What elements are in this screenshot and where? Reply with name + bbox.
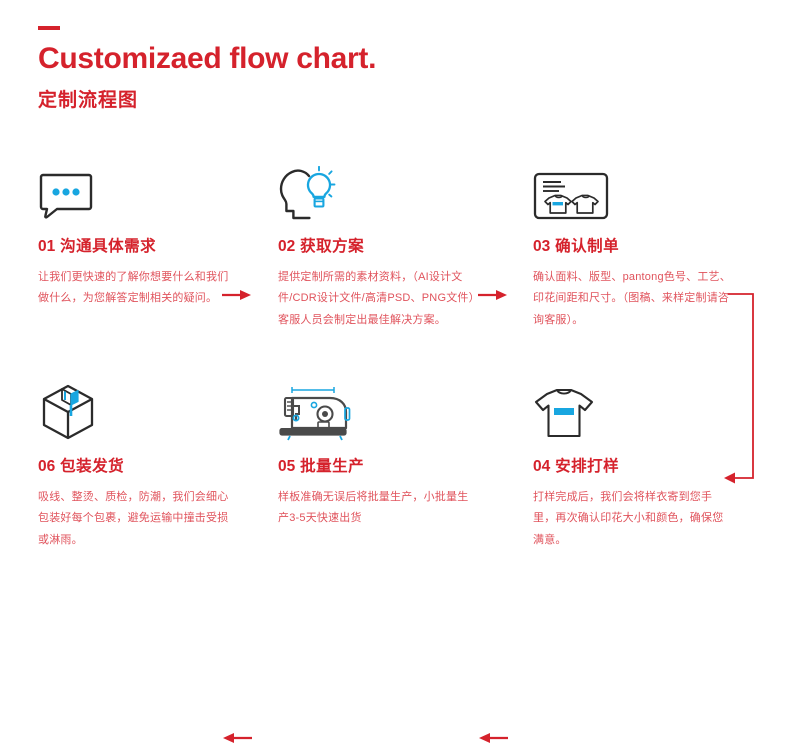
flow-step-06-description: 吸线、整烫、质检，防潮，我们会细心包装好每个包裹，避免运输中撞击受损或淋雨。 — [38, 491, 229, 546]
arrow-04-to-05-icon — [478, 731, 508, 745]
flow-step-03-description: 确认面料、版型、pantong色号、工艺、印花间距和尺寸。（图稿、来样定制请咨询… — [533, 271, 731, 326]
flow-step-01-title: 01 沟通具体需求 — [38, 234, 243, 256]
flow-step-02-description: 提供定制所需的素材资料，（AI设计文件/CDR设计文件/高清PSD、PNG文件）… — [278, 271, 475, 326]
page-header: Customizaed flow chart. 定制流程图 — [38, 26, 376, 112]
flow-step-04-label: 安排打样 — [555, 458, 620, 475]
flow-step-06-title: 06 包装发货 — [38, 454, 243, 476]
arrow-02-to-03-icon — [478, 288, 508, 302]
flow-step-01-label: 沟通具体需求 — [60, 238, 157, 255]
flow-step-04[interactable]: 04 安排打样 打样完成后，我们会将样衣寄到您手里，再次确认印花大小和颜色，确保… — [533, 380, 738, 551]
flow-step-01[interactable]: 01 沟通具体需求 让我们更快速的了解你想要什么和我们做什么，为您解答定制相关的… — [38, 160, 243, 310]
flow-row-bottom: 06 包装发货 吸线、整烫、质检，防潮，我们会细心包装好每个包裹，避免运输中撞击… — [0, 380, 790, 743]
flow-chart-steps: 01 沟通具体需求 让我们更快速的了解你想要什么和我们做什么，为您解答定制相关的… — [0, 160, 790, 743]
flow-step-05-number: 05 — [278, 458, 296, 475]
flow-step-03-title: 03 确认制单 — [533, 234, 738, 256]
flow-step-02-label: 获取方案 — [300, 238, 365, 255]
flow-step-04-number: 04 — [533, 458, 551, 475]
flow-step-03[interactable]: 03 确认制单 确认面料、版型、pantong色号、工艺、印花间距和尺寸。（图稿… — [533, 160, 738, 331]
speech-bubble-icon — [38, 160, 243, 222]
page-title-chinese: 定制流程图 — [38, 89, 139, 111]
flow-step-06[interactable]: 06 包装发货 吸线、整烫、质检，防潮，我们会细心包装好每个包裹，避免运输中撞击… — [38, 380, 243, 551]
arrow-01-to-02-icon — [222, 288, 252, 302]
flow-row-top: 01 沟通具体需求 让我们更快速的了解你想要什么和我们做什么，为您解答定制相关的… — [0, 160, 790, 380]
flow-step-05-description: 样板准确无误后将批量生产，小批量生产3-5天快速出货 — [278, 491, 469, 525]
flow-step-05-title: 05 批量生产 — [278, 454, 483, 476]
flow-step-06-label: 包装发货 — [60, 458, 125, 475]
flow-step-04-title: 04 安排打样 — [533, 454, 738, 476]
flow-step-05-label: 批量生产 — [300, 458, 365, 475]
flow-step-02[interactable]: 02 获取方案 提供定制所需的素材资料，（AI设计文件/CDR设计文件/高清PS… — [278, 160, 483, 331]
arrow-05-to-06-icon — [222, 731, 252, 745]
flow-step-03-label: 确认制单 — [555, 238, 620, 255]
flow-step-01-number: 01 — [38, 238, 56, 255]
title-rule-decoration — [38, 26, 60, 30]
flow-step-05[interactable]: 05 批量生产 样板准确无误后将批量生产，小批量生产3-5天快速出货 — [278, 380, 483, 530]
tshirt-sample-icon — [533, 380, 738, 442]
sewing-machine-icon — [278, 380, 483, 442]
flow-step-06-number: 06 — [38, 458, 56, 475]
page-title-english: Customizaed flow chart. — [38, 42, 377, 75]
flow-step-02-title: 02 获取方案 — [278, 234, 483, 256]
flow-step-02-number: 02 — [278, 238, 296, 255]
flow-step-03-number: 03 — [533, 238, 551, 255]
tshirt-order-sheet-icon — [533, 160, 738, 222]
flow-step-01-description: 让我们更快速的了解你想要什么和我们做什么，为您解答定制相关的疑问。 — [38, 271, 229, 305]
package-box-icon — [38, 380, 243, 442]
flow-step-04-description: 打样完成后，我们会将样衣寄到您手里，再次确认印花大小和颜色，确保您满意。 — [533, 491, 724, 546]
head-lightbulb-icon — [278, 160, 483, 222]
